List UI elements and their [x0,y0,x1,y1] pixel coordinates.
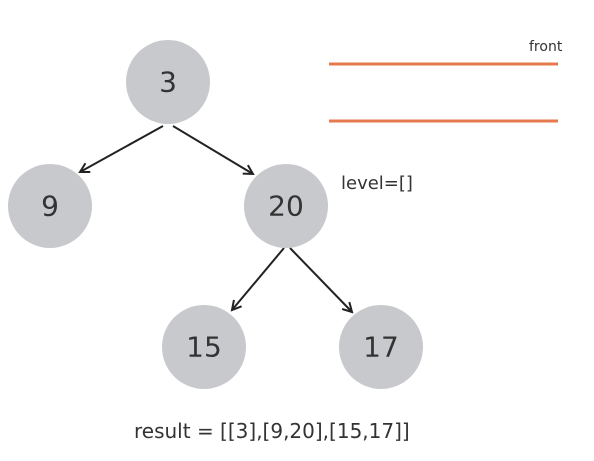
edge-3-to-20 [172,125,253,174]
tree-node-right-left: 15 [162,305,246,389]
tree-node-left: 9 [8,164,92,248]
tree-node-root: 3 [126,40,210,124]
node-label-left: 9 [41,190,59,223]
edge-20-to-15 [232,247,285,310]
level-label: level=[] [341,173,413,194]
node-label-right-left: 15 [186,331,222,364]
tree-node-right: 20 [244,164,328,248]
edge-20-to-17 [289,247,352,312]
queue-visual: front [329,39,563,123]
node-label-right-right: 17 [363,331,399,364]
tree-node-right-right: 17 [339,305,423,389]
node-label-root: 3 [159,66,177,99]
queue-front-label: front [529,39,563,55]
node-label-right: 20 [268,190,304,223]
edge-3-to-9 [80,125,164,172]
result-label: result = [[3],[9,20],[15,17]] [134,419,410,443]
